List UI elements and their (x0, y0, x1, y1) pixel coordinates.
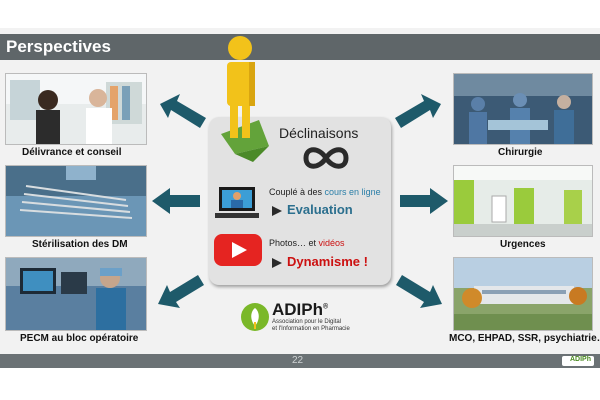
photos-videos-text: Photos… et vidéos (269, 238, 345, 248)
slide-title: Perspectives (6, 37, 111, 57)
adiph-name: ADIPh (272, 300, 323, 319)
arrow-lower-right (394, 272, 444, 312)
adiph-logo: ADIPh® Association pour le Digital et l'… (240, 300, 365, 334)
adiph-registered: ® (323, 303, 328, 310)
online-course-text: Couplé à des cours en ligne (269, 187, 381, 197)
photo-chirurgie (453, 73, 593, 145)
person-pin-icon (213, 34, 279, 162)
caption-urgences: Urgences (500, 239, 546, 250)
evaluation-label: Evaluation (287, 202, 353, 217)
arrow-upper-left (158, 92, 208, 132)
infinity-icon (301, 145, 351, 171)
online-course-highlight: cours en ligne (325, 187, 381, 197)
corner-logo-text: ADIPh (570, 356, 591, 363)
caption-pecm: PECM au bloc opératoire (20, 333, 138, 344)
youtube-icon (213, 233, 263, 267)
videos-highlight: vidéos (319, 238, 345, 248)
center-title: Déclinaisons (279, 125, 358, 141)
page-number: 22 (292, 355, 303, 366)
photo-hopital (453, 257, 593, 331)
arrow-right (398, 186, 450, 216)
adiph-leaf-icon (240, 302, 270, 332)
caption-sterilisation: Stérilisation des DM (32, 239, 128, 250)
dynamisme-label: Dynamisme ! (287, 254, 368, 269)
photo-pharmacy (5, 73, 147, 145)
arrow-upper-right (393, 92, 443, 132)
online-course-prefix: Couplé à des (269, 187, 325, 197)
caption-mco: MCO, EHPAD, SSR, psychiatrie… (449, 333, 600, 344)
corner-logo: ADIPh (562, 356, 594, 366)
photo-bloc (5, 257, 147, 331)
arrow-left (150, 186, 202, 216)
play-triangle-icon (271, 257, 283, 269)
adiph-tagline-2: et l'Information en Pharmacie (272, 326, 350, 333)
photos-prefix: Photos… et (269, 238, 319, 248)
caption-chirurgie: Chirurgie (498, 147, 542, 158)
arrow-lower-left (156, 272, 206, 312)
footer-bar: 22 (0, 354, 600, 368)
play-triangle-icon (271, 205, 283, 217)
adiph-tagline-1: Association pour le Digital (272, 319, 350, 326)
photo-urgences (453, 165, 593, 237)
title-bar: Perspectives (0, 34, 600, 60)
computer-user-icon (213, 183, 261, 221)
caption-delivrance: Délivrance et conseil (22, 147, 122, 158)
photo-sterilisation (5, 165, 147, 237)
